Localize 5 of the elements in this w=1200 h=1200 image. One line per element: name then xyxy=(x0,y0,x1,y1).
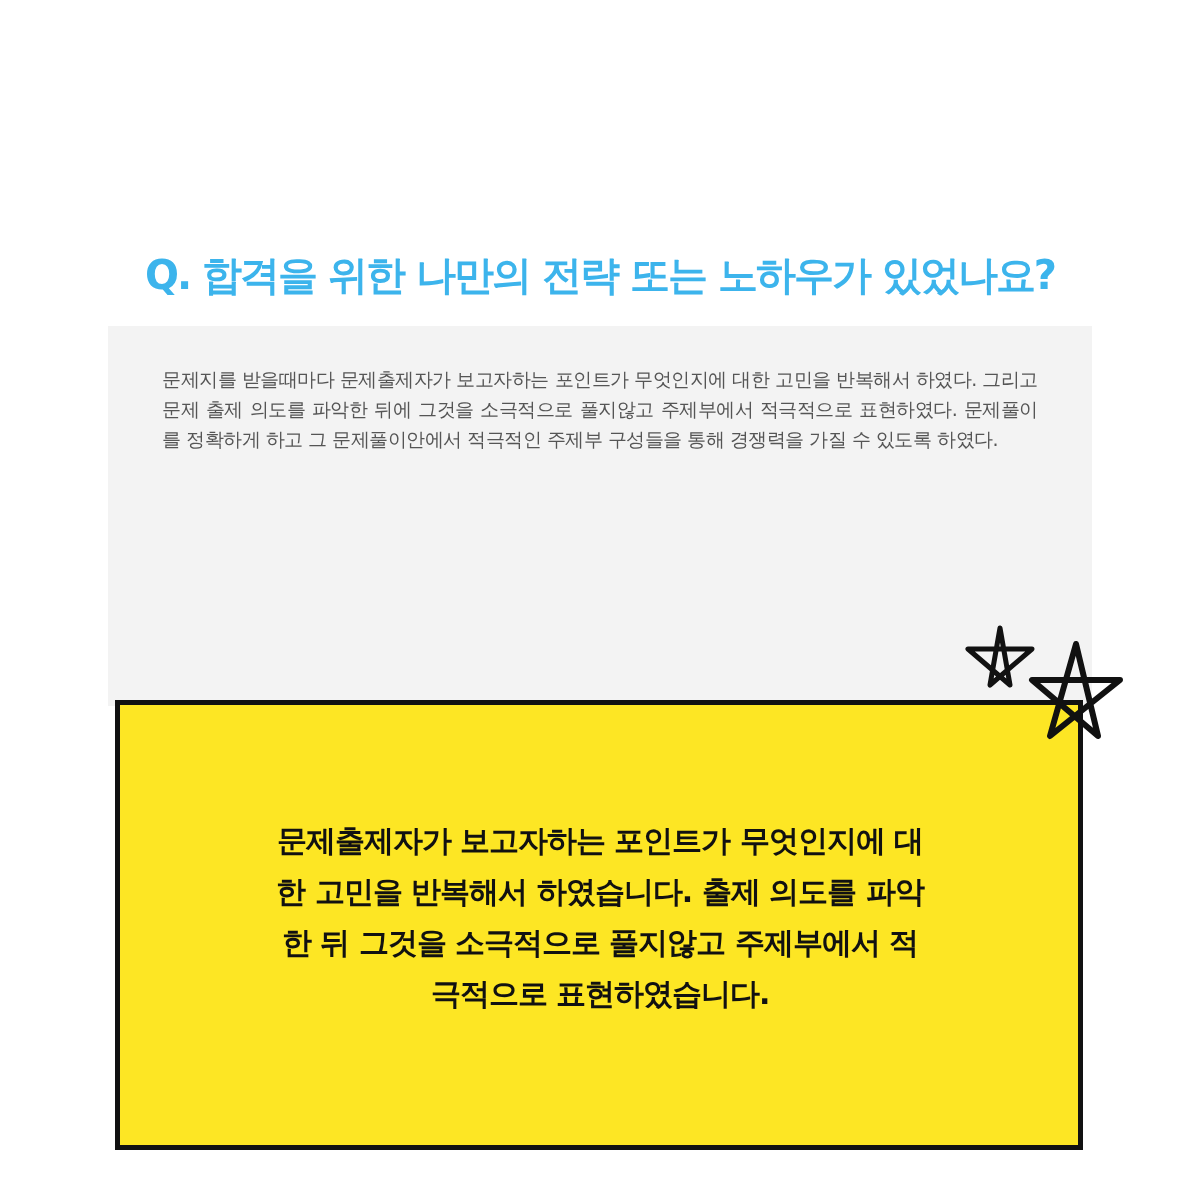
highlight-box xyxy=(115,700,1083,1150)
answer-panel xyxy=(108,326,1092,706)
question-heading: Q. 합격을 위한 나만의 전략 또는 노하우가 있었나요? xyxy=(144,251,1056,300)
summary-text: 문제출제자가 보고자하는 포인트가 무엇인지에 대한 고민을 반복해서 하였습니다. 출제 의도를 파악한 뒤 그것을 소극적으로 풀지않고 주제부에서 적극적으로 표현하였습니다. xyxy=(275,822,926,1013)
answer-text: 문제지를 받을때마다 문제출제자가 보고자하는 포인트가 무엇인지에 대한 고민을 반복해서 하였다. 그리고 문제 출제 의도를 파악한 뒤에 그것을 소극적으로 풀지않고 주제부에서 적극적으로 표현하였다. 문제풀이를 정확하게 하고 그 문제풀이안에서 적극적인 주제부 구성들을 통해 경쟁력을 가질 수 있도록 하였다. xyxy=(162,367,1038,452)
